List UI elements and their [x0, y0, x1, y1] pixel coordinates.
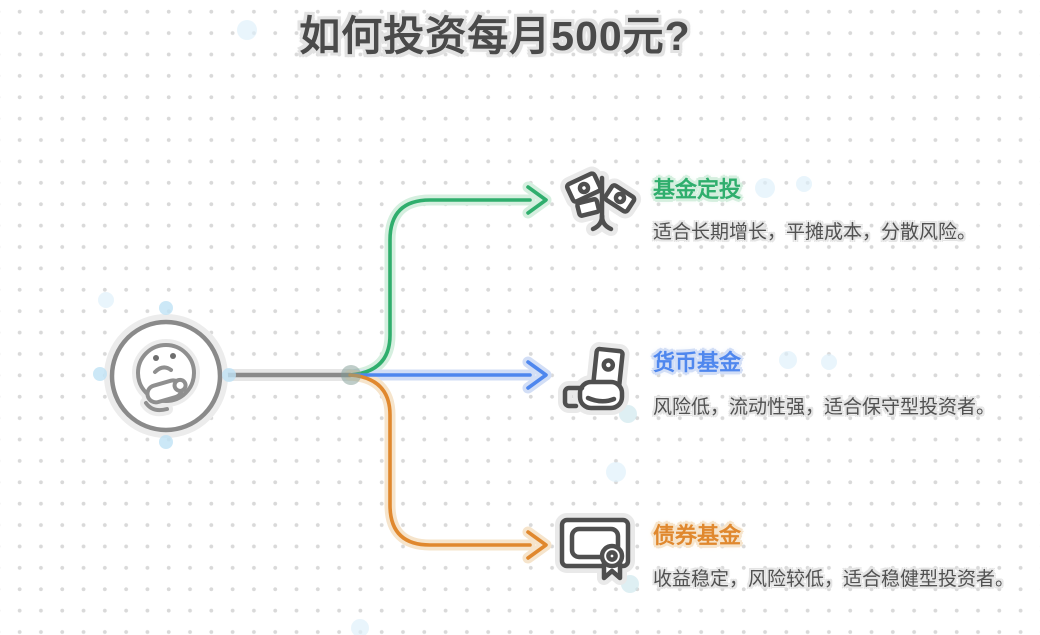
branch-money-market-text: 货币基金 风险低，流动性强，适合保守型投资者。: [653, 350, 995, 419]
hand-money-icon[interactable]: [565, 349, 623, 408]
branch-connector-fund-dca[interactable]: [348, 185, 548, 377]
branch-desc-fund-dca[interactable]: 适合长期增长，平摊成本，分散风险。: [653, 222, 977, 243]
bond-certificate-icon[interactable]: [562, 520, 628, 578]
branch-label-fund-dca[interactable]: 基金定投: [653, 177, 742, 202]
center-node[interactable]: [104, 314, 228, 438]
branch-junction-point[interactable]: [341, 365, 361, 385]
branch-fund-dca-text: 基金定投 适合长期增长，平摊成本，分散风险。: [653, 177, 976, 244]
branch-desc-money-market[interactable]: 风险低，流动性强，适合保守型投资者。: [653, 397, 996, 418]
money-tree-icon[interactable]: [566, 173, 635, 229]
node-handle-right[interactable]: [222, 368, 236, 382]
branch-desc-bond-fund[interactable]: 收益稳定，风险较低，适合稳健型投资者。: [653, 569, 1015, 590]
node-handle-top[interactable]: [159, 301, 173, 315]
node-handle-bottom[interactable]: [159, 435, 173, 449]
branch-bond-fund-text: 债券基金 收益稳定，风险较低，适合稳健型投资者。: [653, 523, 1014, 591]
thinking-face-icon: [138, 345, 194, 410]
branch-label-bond-fund[interactable]: 债券基金: [653, 523, 742, 548]
page-title[interactable]: 如何投资每月500元?: [299, 13, 691, 59]
branch-label-money-market[interactable]: 货币基金: [653, 350, 742, 375]
background-blobs: [98, 20, 837, 635]
node-handle-left[interactable]: [93, 367, 107, 381]
branch-connector-bond-fund[interactable]: [348, 373, 548, 560]
